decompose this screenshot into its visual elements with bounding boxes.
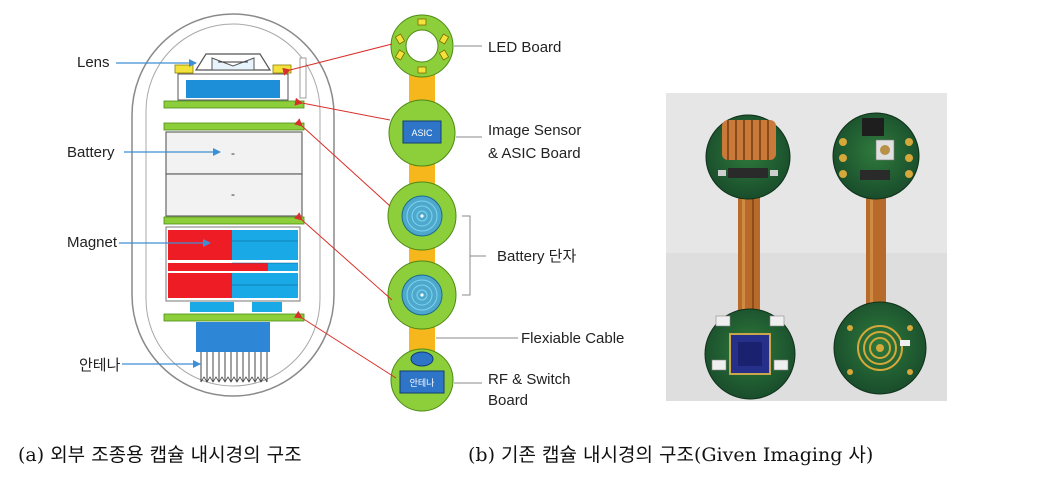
label-led-board: LED Board bbox=[488, 39, 561, 56]
photo-board-sensor bbox=[832, 112, 920, 200]
antenna-chip bbox=[399, 370, 445, 394]
caption-b: (b) 기존 캡슐 내시경의 구조(Given Imaging 사) bbox=[468, 444, 874, 466]
inner-board-1 bbox=[163, 100, 305, 109]
led-left bbox=[174, 64, 194, 74]
connector-lines bbox=[282, 43, 397, 379]
led-right bbox=[272, 64, 292, 74]
lens-assembly bbox=[174, 53, 307, 101]
battery-mark-bottom: - bbox=[231, 187, 235, 201]
photo-board-led bbox=[704, 308, 796, 400]
caption-a: (a) 외부 조종용 캡슐 내시경의 구조 bbox=[18, 444, 302, 466]
label-lens: Lens bbox=[77, 54, 110, 71]
inner-board-3 bbox=[163, 216, 305, 225]
label-battery-terminal: Battery 단자 bbox=[497, 248, 576, 265]
photo-board-spiral bbox=[833, 301, 927, 395]
label-image-sensor-line2: & ASIC Board bbox=[488, 145, 581, 162]
battery-cell-bottom bbox=[165, 173, 303, 217]
battery-terminal-board-bottom bbox=[387, 260, 457, 330]
battery-terminal-board-top bbox=[387, 181, 457, 251]
battery-cell-top bbox=[165, 131, 303, 175]
photo-board-coil bbox=[705, 114, 791, 200]
asic-chip bbox=[402, 120, 442, 144]
antenna-chip-label: 안테나 bbox=[410, 378, 435, 388]
antenna-coil bbox=[196, 322, 270, 383]
rf-switch-board: 안테나 bbox=[390, 348, 454, 412]
inner-board-4 bbox=[163, 313, 305, 322]
label-rf-board-line2: Board bbox=[488, 392, 528, 409]
board-chain: ASIC 안테나 bbox=[282, 14, 624, 412]
label-image-sensor-line1: Image Sensor bbox=[488, 122, 581, 139]
label-antenna: 안테나 bbox=[79, 357, 121, 374]
led-board bbox=[390, 14, 454, 78]
battery-mark-top: - bbox=[231, 146, 235, 160]
magnet-stack bbox=[165, 226, 301, 312]
image-sensor-asic-board: ASIC bbox=[388, 99, 456, 167]
given-imaging-photo bbox=[666, 93, 947, 401]
image-sensor-block bbox=[186, 80, 280, 98]
label-battery: Battery bbox=[67, 144, 115, 161]
label-rf-board-line1: RF & Switch bbox=[488, 371, 571, 388]
capsule-inner-shell bbox=[145, 23, 321, 387]
capsule-section: - - bbox=[67, 13, 335, 397]
asic-chip-label: ASIC bbox=[411, 128, 433, 138]
battery-bracket bbox=[462, 215, 486, 296]
label-magnet: Magnet bbox=[67, 234, 118, 251]
inner-board-2 bbox=[163, 122, 305, 131]
label-flex-cable: Flexiable Cable bbox=[521, 330, 624, 347]
